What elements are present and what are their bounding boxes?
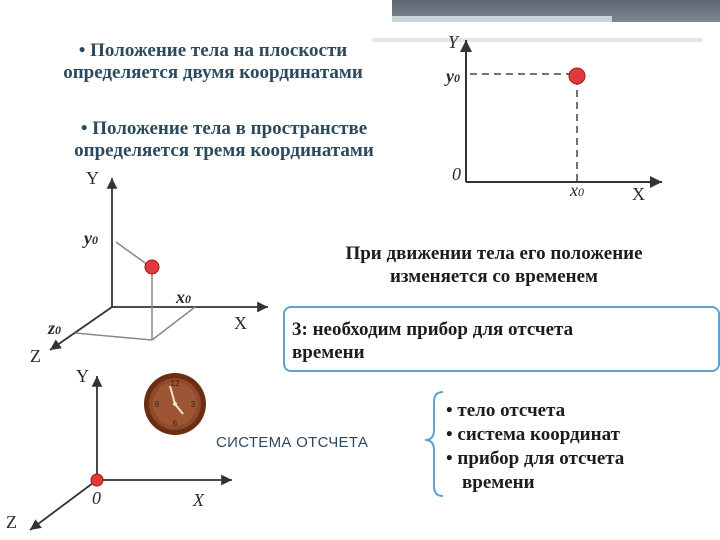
plot3d-z0-label: z0 xyxy=(48,318,62,338)
header-stripe xyxy=(372,38,702,42)
system-item-body: • тело отсчета xyxy=(446,400,566,421)
motion-text: При движении тела его положение изменяет… xyxy=(284,242,704,288)
svg-text:9: 9 xyxy=(155,400,160,409)
brace-icon xyxy=(424,391,444,497)
system-label: СИСТЕМА ОТСЧЕТА xyxy=(216,434,369,451)
bullet-space: • Положение тела в пространстве определя… xyxy=(24,118,424,162)
system-item-coords: • система координат xyxy=(446,424,620,445)
bottom-y-label: Y xyxy=(76,366,89,386)
instrument-text-line2: времени xyxy=(292,342,365,363)
bottom-z-label: Z xyxy=(6,512,17,532)
plot2d-y0-label: y0 xyxy=(446,66,460,86)
plot2d-y-label: Y xyxy=(448,32,459,52)
bottom-z-axis xyxy=(29,479,98,531)
motion-text-line1: При движении тела его положение xyxy=(345,243,643,264)
plot3d-y0-label: y0 xyxy=(84,228,98,248)
instrument-frame xyxy=(283,306,720,372)
bullet-plane-line2: определяется двумя координатами xyxy=(63,62,363,83)
plot2d-x-label: X xyxy=(632,184,645,204)
plot2d-point xyxy=(568,67,586,85)
system-item-device-cont: времени xyxy=(462,472,535,493)
plot3d-x0-label: x0 xyxy=(176,287,191,307)
bottom-origin-point xyxy=(90,473,104,487)
slide-header-bar xyxy=(0,0,720,22)
plot-3d xyxy=(49,178,268,351)
plot3d-point xyxy=(144,259,160,275)
motion-text-line2: изменяется со временем xyxy=(389,266,599,287)
svg-text:12: 12 xyxy=(171,379,180,388)
plot3d-x-label: X xyxy=(234,313,247,333)
plot3d-z0-line xyxy=(74,332,153,341)
plot2d-x0-label: x0 xyxy=(570,180,584,200)
clock-icon: 12 9 3 6 xyxy=(144,373,206,435)
header-light-band xyxy=(392,16,612,22)
bullet-plane-line1: • Положение тела на плоскости xyxy=(78,40,348,61)
plot2d-origin-label: 0 xyxy=(452,164,461,184)
bullet-plane: • Положение тела на плоскости определяет… xyxy=(18,40,408,84)
plot3d-x0-line xyxy=(151,306,196,341)
plot3d-y-label: Y xyxy=(86,168,99,188)
bullet-space-line2: определяется тремя координатами xyxy=(74,140,374,161)
bottom-origin-label: 0 xyxy=(92,488,101,508)
plot3d-z-axis xyxy=(49,306,113,351)
system-item-device: • прибор для отсчета xyxy=(446,448,625,469)
bullet-space-line1: • Положение тела в пространстве xyxy=(80,118,368,139)
svg-text:3: 3 xyxy=(191,400,196,409)
system-list: • тело отсчета • система координат • при… xyxy=(446,399,624,495)
bottom-x-label: X xyxy=(193,490,204,510)
instrument-text-line1: 3: необходим прибор для отсчета xyxy=(292,319,574,340)
svg-text:6: 6 xyxy=(173,419,178,428)
plot-2d xyxy=(460,40,662,188)
instrument-text: 3: необходим прибор для отсчета времени xyxy=(292,318,712,364)
plot3d-z-label: Z xyxy=(30,346,41,366)
plot-bottom xyxy=(29,376,232,531)
